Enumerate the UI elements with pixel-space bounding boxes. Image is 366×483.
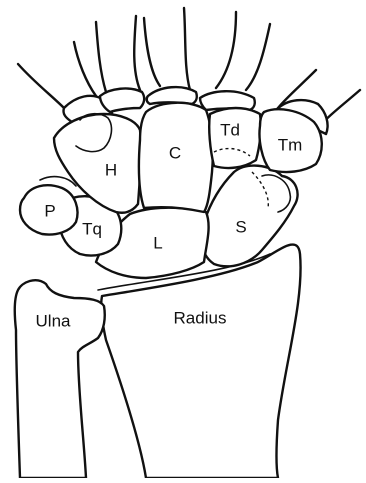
- ulna-bone: [15, 280, 105, 478]
- metacarpal-4-base: [100, 89, 144, 112]
- label-radius: Radius: [174, 308, 227, 327]
- metacarpal-2: [216, 12, 270, 90]
- label-hamate: H: [105, 160, 117, 179]
- metacarpal-4: [96, 16, 140, 92]
- metacarpal-3-base: [147, 87, 197, 104]
- label-scaphoid: S: [235, 217, 246, 236]
- label-trapezoid: Td: [220, 120, 240, 139]
- label-trapezium: Tm: [278, 135, 303, 154]
- radius-bone: [101, 245, 300, 478]
- label-ulna: Ulna: [36, 311, 72, 330]
- metacarpal-2-base: [200, 91, 255, 110]
- label-capitate: C: [169, 143, 181, 162]
- metacarpal-3: [144, 8, 190, 90]
- label-lunate: L: [153, 233, 162, 252]
- label-triquetrum: Tq: [82, 219, 102, 238]
- label-pisiform: P: [44, 201, 55, 220]
